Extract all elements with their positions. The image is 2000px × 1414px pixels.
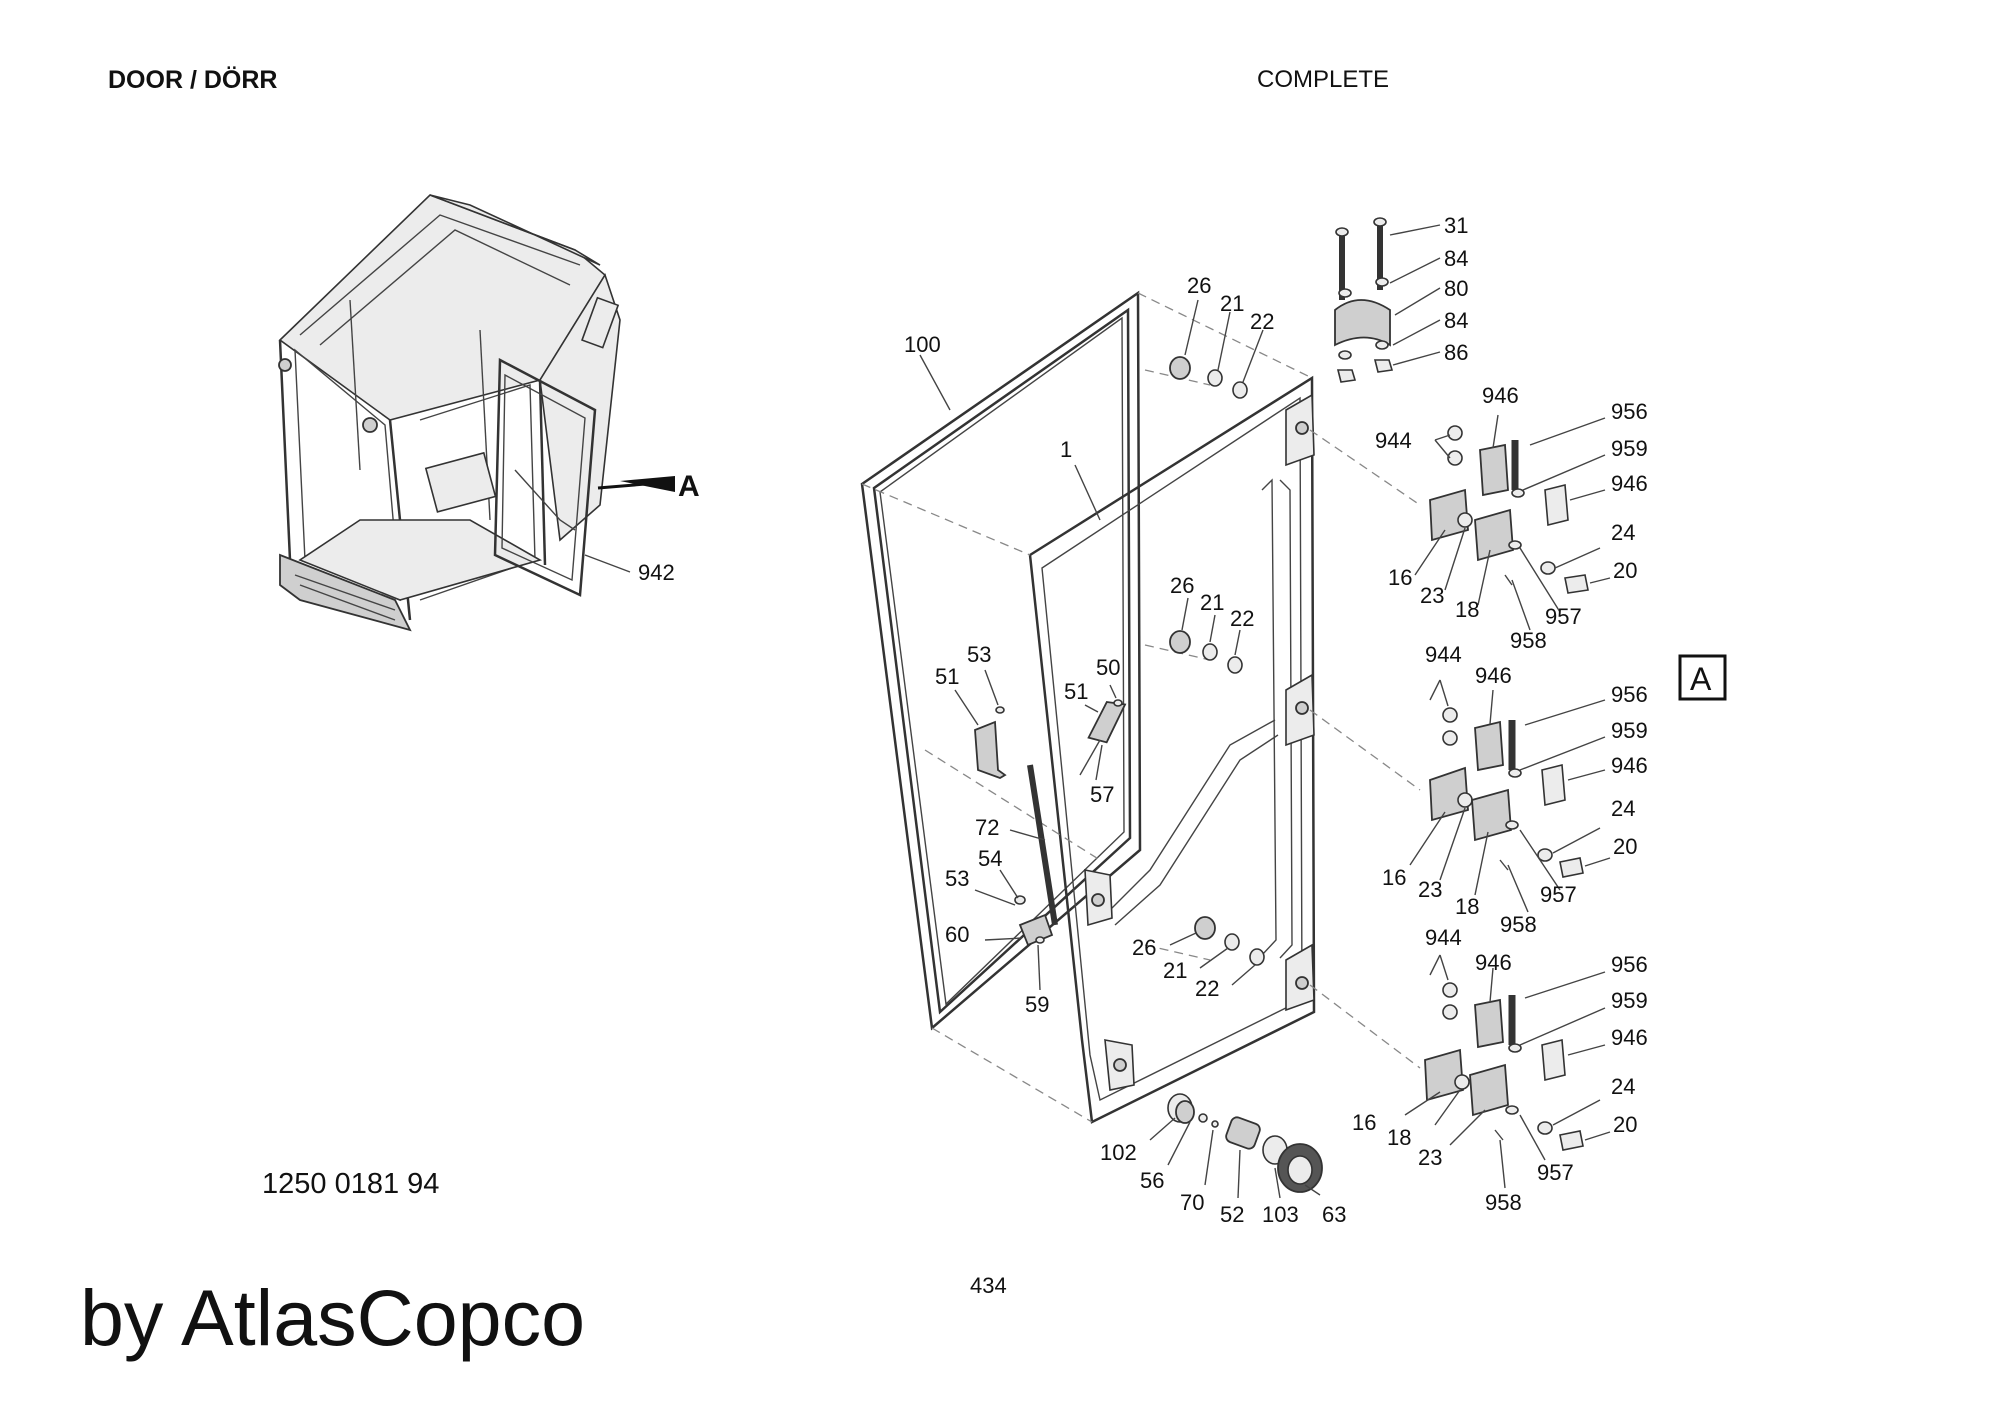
callout-946: 946 xyxy=(1482,383,1519,408)
callout-21: 21 xyxy=(1163,958,1187,983)
plug-group-low: 26 21 22 xyxy=(1132,916,1265,1001)
callout-20: 20 xyxy=(1613,834,1637,859)
callout-102: 102 xyxy=(1100,1140,1137,1165)
callout-16: 16 xyxy=(1388,565,1412,590)
callout-21: 21 xyxy=(1220,291,1244,316)
detail-box-a xyxy=(1678,654,1727,701)
door-frame-assembly: 100 1 xyxy=(860,290,1421,1124)
callout-944: 944 xyxy=(1425,642,1462,667)
callout-60: 60 xyxy=(945,922,969,947)
plug-group-mid: 26 21 22 xyxy=(1169,573,1254,674)
callout-70: 70 xyxy=(1180,1190,1204,1215)
callout-957: 957 xyxy=(1540,882,1577,907)
callout-54: 54 xyxy=(978,846,1002,871)
callout-31: 31 xyxy=(1444,213,1468,238)
callout-51: 51 xyxy=(935,664,959,689)
callout-18: 18 xyxy=(1455,597,1479,622)
callout-956: 956 xyxy=(1611,399,1648,424)
callout-956: 956 xyxy=(1611,952,1648,977)
latch-group: 53 51 50 51 57 72 54 53 60 59 xyxy=(935,642,1127,1017)
callout-24: 24 xyxy=(1611,520,1635,545)
callout-959: 959 xyxy=(1611,988,1648,1013)
callout-86: 86 xyxy=(1444,340,1468,365)
hinge-group-1: 946 944 956 959 946 24 20 16 23 18 958 9… xyxy=(1375,383,1648,653)
callout-72: 72 xyxy=(975,815,999,840)
callout-57: 57 xyxy=(1090,782,1114,807)
callout-22: 22 xyxy=(1230,606,1254,631)
callout-18: 18 xyxy=(1455,894,1479,919)
callout-958: 958 xyxy=(1485,1190,1522,1215)
callout-957: 957 xyxy=(1537,1160,1574,1185)
callout-52: 52 xyxy=(1220,1202,1244,1227)
callout-958: 958 xyxy=(1510,628,1547,653)
callout-22: 22 xyxy=(1250,309,1274,334)
callout-20: 20 xyxy=(1613,1112,1637,1137)
callout-946: 946 xyxy=(1475,663,1512,688)
callout-100: 100 xyxy=(904,332,941,357)
page-number: 434 xyxy=(970,1273,1007,1298)
lock-group: 102 56 70 52 103 63 xyxy=(1100,1093,1346,1227)
callout-22: 22 xyxy=(1195,976,1219,1001)
callout-946: 946 xyxy=(1611,753,1648,778)
callout-59: 59 xyxy=(1025,992,1049,1017)
callout-16: 16 xyxy=(1382,865,1406,890)
document-number: 1250 0181 94 xyxy=(262,1168,440,1200)
callout-26: 26 xyxy=(1132,935,1156,960)
view-marker-a: A xyxy=(678,470,700,503)
callout-21: 21 xyxy=(1200,590,1224,615)
callout-959: 959 xyxy=(1611,718,1648,743)
callout-946: 946 xyxy=(1475,950,1512,975)
top-bracket-group: 31 84 80 84 86 xyxy=(1334,213,1468,383)
diagram-subtitle: COMPLETE xyxy=(1257,66,1390,93)
callout-80: 80 xyxy=(1444,276,1468,301)
callout-24: 24 xyxy=(1611,796,1635,821)
diagram-title: DOOR / DÖRR xyxy=(108,66,278,94)
brand-watermark: by AtlasCopco xyxy=(80,1273,586,1362)
callout-944: 944 xyxy=(1375,428,1412,453)
cab-overview-illustration: A 942 xyxy=(278,194,700,632)
callout-63: 63 xyxy=(1322,1202,1346,1227)
callout-946: 946 xyxy=(1611,1025,1648,1050)
callout-103: 103 xyxy=(1262,1202,1299,1227)
hinge-group-3: 944 946 956 959 946 24 20 16 18 23 958 9… xyxy=(1352,925,1648,1215)
callout-16: 16 xyxy=(1352,1110,1376,1135)
plug-group-top: 26 21 22 xyxy=(1169,273,1274,399)
callout-959: 959 xyxy=(1611,436,1648,461)
callout-84: 84 xyxy=(1444,246,1468,271)
callout-84: 84 xyxy=(1444,308,1468,333)
callout-53: 53 xyxy=(967,642,991,667)
detail-box-a-label: A xyxy=(1690,661,1712,697)
callout-942: 942 xyxy=(638,560,675,585)
hinge-group-2: 944 946 956 959 946 24 20 16 23 18 958 9… xyxy=(1382,642,1648,937)
callout-18: 18 xyxy=(1387,1125,1411,1150)
callout-53: 53 xyxy=(945,866,969,891)
callout-50: 50 xyxy=(1096,655,1120,680)
callout-958: 958 xyxy=(1500,912,1537,937)
callout-1: 1 xyxy=(1060,437,1072,462)
callout-20: 20 xyxy=(1613,558,1637,583)
callout-23: 23 xyxy=(1418,877,1442,902)
callout-944: 944 xyxy=(1425,925,1462,950)
callout-56: 56 xyxy=(1140,1168,1164,1193)
callout-956: 956 xyxy=(1611,682,1648,707)
callout-26: 26 xyxy=(1187,273,1211,298)
callout-51: 51 xyxy=(1064,679,1088,704)
callout-946: 946 xyxy=(1611,471,1648,496)
callout-24: 24 xyxy=(1611,1074,1635,1099)
callout-23: 23 xyxy=(1418,1145,1442,1170)
callout-26: 26 xyxy=(1170,573,1194,598)
callout-23: 23 xyxy=(1420,583,1444,608)
callout-957: 957 xyxy=(1545,604,1582,629)
